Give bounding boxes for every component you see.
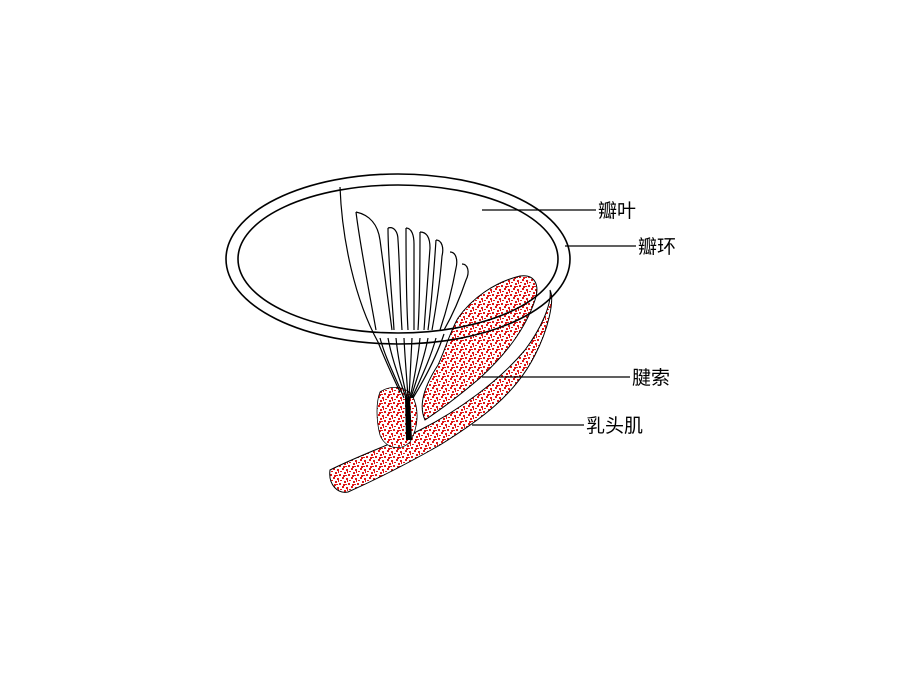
chordae-label: 腱索 (632, 367, 670, 389)
chorda-7 (410, 337, 429, 399)
leaflet-fringe-10 (427, 239, 437, 331)
papillary-muscle-lower (329, 289, 553, 493)
leaflet-edge (339, 186, 401, 393)
leaflet-fringe-8 (417, 231, 421, 331)
annulus-inner-ring (237, 184, 559, 334)
chorda-2 (387, 337, 407, 399)
annulus-outer-ring (225, 173, 571, 345)
labels: 瓣叶 瓣环 腱索 乳头肌 (586, 200, 676, 437)
chorda-4 (403, 337, 409, 399)
leaflet-fringe-3 (387, 227, 403, 331)
leaflet-fringe-4 (387, 227, 395, 331)
chorda-3 (395, 337, 408, 399)
leaflet-fringe-5 (405, 227, 415, 330)
papillary-muscle-label: 乳头肌 (586, 415, 643, 437)
papillary-muscle-stem (405, 398, 412, 440)
leaflet-fringe-12 (443, 263, 469, 331)
chorda-1 (379, 337, 405, 399)
leader-lines (472, 209, 636, 426)
leaflet-fringe-1 (355, 211, 393, 331)
chorda-6 (409, 337, 421, 399)
valve-annulus (225, 173, 571, 345)
valve-leaflet (339, 186, 469, 399)
leaflet-fringe-9 (431, 239, 444, 331)
leaflet-fringe-2 (355, 211, 377, 331)
chorda-5 (408, 337, 413, 399)
leaflet-fringe-11 (439, 251, 458, 331)
leaflet-label: 瓣叶 (598, 200, 636, 222)
leaflet-fringe-7 (419, 231, 431, 331)
chorda-8 (411, 337, 437, 399)
chorda-9 (412, 333, 445, 399)
annulus-label: 瓣环 (638, 236, 676, 258)
leaflet-fringe-6 (405, 227, 409, 331)
